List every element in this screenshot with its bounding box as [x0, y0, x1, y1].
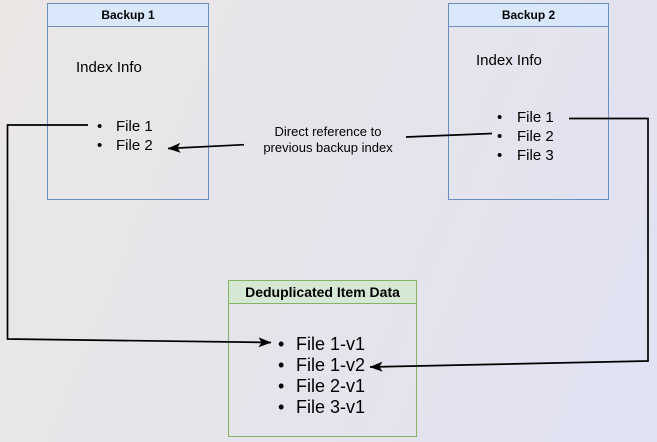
list-item: • File 2: [497, 127, 554, 146]
bullet-icon: •: [497, 147, 503, 164]
backup1-node: Backup 1 Index Info • File 1 • File 2: [47, 3, 209, 200]
edge-label-line1: Direct reference to: [274, 124, 382, 139]
list-item-label: File 2: [116, 137, 153, 154]
list-item: • File 3-v1: [278, 397, 365, 418]
backup2-index-info-label: Index Info: [476, 52, 542, 69]
backup1-file-list: • File 1 • File 2: [97, 117, 153, 155]
backup2-node: Backup 2 Index Info • File 1 • File 2 • File …: [448, 3, 609, 200]
bullet-icon: •: [97, 137, 103, 154]
list-item-label: File 1: [517, 109, 554, 126]
bullet-icon: •: [278, 355, 285, 375]
edge-label-line2: previous backup index: [263, 140, 393, 155]
bullet-icon: •: [97, 118, 103, 135]
dedup-file-list: • File 1-v1 • File 1-v2 • File 2-v1 • File 3-v1: [278, 334, 365, 418]
list-item: • File 1: [97, 117, 153, 136]
edge-label: Direct reference to previous backup inde…: [238, 124, 418, 156]
bullet-icon: •: [278, 397, 285, 417]
list-item: • File 2-v1: [278, 376, 365, 397]
bullet-icon: •: [497, 109, 503, 126]
bullet-icon: •: [278, 334, 285, 354]
backup1-index-info-label: Index Info: [76, 59, 142, 76]
backup2-title: Backup 2: [501, 8, 556, 22]
list-item: • File 3: [497, 146, 554, 165]
list-item: • File 1: [497, 108, 554, 127]
list-item-label: File 1-v1: [296, 334, 366, 354]
list-item: • File 2: [97, 136, 153, 155]
list-item: • File 1-v2: [278, 355, 365, 376]
list-item-label: File 3: [517, 147, 554, 164]
dedup-node: Deduplicated Item Data • File 1-v1 • File 1…: [228, 280, 417, 437]
list-item-label: File 2: [517, 128, 554, 145]
dedup-header: Deduplicated Item Data: [229, 281, 416, 304]
list-item-label: File 2-v1: [296, 376, 366, 396]
bullet-icon: •: [278, 376, 285, 396]
list-item-label: File 3-v1: [296, 397, 366, 417]
list-item-label: File 1-v2: [296, 355, 366, 375]
list-item-label: File 1: [116, 118, 153, 135]
backup1-title: Backup 1: [101, 8, 155, 22]
bullet-icon: •: [497, 128, 503, 145]
backup2-file-list: • File 1 • File 2 • File 3: [497, 108, 554, 165]
list-item: • File 1-v1: [278, 334, 365, 355]
dedup-title: Deduplicated Item Data: [245, 284, 400, 300]
backup1-header: Backup 1: [48, 4, 208, 27]
backup2-header: Backup 2: [449, 4, 608, 27]
